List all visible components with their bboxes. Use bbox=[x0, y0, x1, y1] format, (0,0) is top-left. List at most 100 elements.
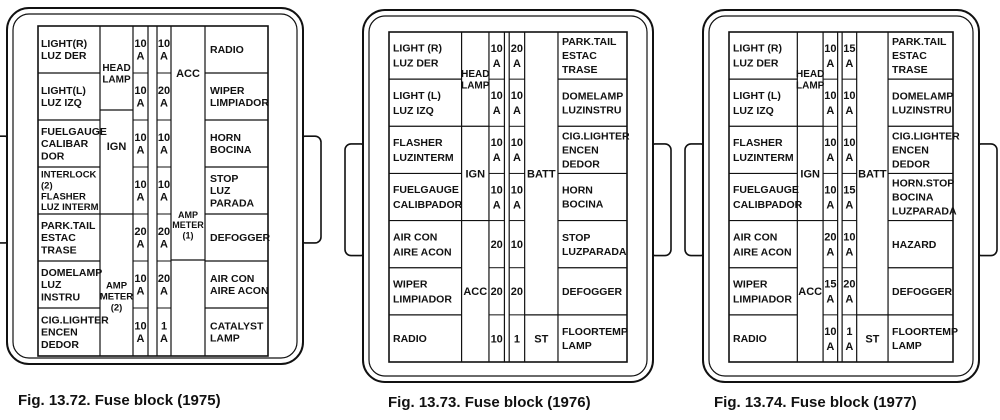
circuit-label-left: LIGHT (R)LUZ DER bbox=[733, 43, 782, 70]
housing-1976-outer bbox=[362, 9, 654, 383]
circuit-label-1975-left: LIGHT(L)LUZ IZQ bbox=[41, 85, 86, 109]
circuit-label-left: LIGHT (L)LUZ IZQ bbox=[733, 90, 781, 117]
caption-1976: Fig. 13.73. Fuse block (1976) bbox=[388, 394, 591, 411]
circuit-label-left: RADIO bbox=[393, 333, 427, 345]
circuit-label-right: HAZARD bbox=[892, 239, 937, 251]
fuse-rating: 20 bbox=[491, 239, 503, 251]
group-label: ST bbox=[865, 333, 879, 345]
fuse-rating: 20 bbox=[511, 286, 523, 298]
group-label-1975: IGN bbox=[107, 141, 127, 153]
housing-1976-inner bbox=[368, 15, 648, 377]
circuit-label-1975-right: DEFOGGER bbox=[210, 232, 271, 244]
fuse-rating: 10 bbox=[491, 333, 503, 345]
fuse-rating: 10 bbox=[511, 239, 523, 251]
circuit-label-right: DEFOGGER bbox=[562, 286, 623, 298]
housing-1976-grid bbox=[388, 31, 628, 363]
housing-1975-inner bbox=[12, 13, 298, 359]
group-label: ST bbox=[534, 333, 548, 345]
group-label: IGN bbox=[800, 168, 820, 180]
caption-1975: Fig. 13.72. Fuse block (1975) bbox=[18, 392, 221, 409]
circuit-label-left: LIGHT (R)LUZ DER bbox=[393, 43, 442, 70]
fuse-grid-1975 bbox=[37, 25, 269, 357]
housing-1975-outer bbox=[6, 7, 304, 365]
housing-1977-inner bbox=[708, 15, 974, 377]
circuit-label-right: DEFOGGER bbox=[892, 286, 953, 298]
group-label: ACC bbox=[463, 286, 487, 298]
fuse-rating: 1 bbox=[514, 333, 520, 345]
group-label: ACC bbox=[798, 286, 822, 298]
circuit-label-left: LIGHT (L)LUZ IZQ bbox=[393, 90, 441, 117]
housing-1977-grid bbox=[728, 31, 954, 363]
group-label: IGN bbox=[465, 168, 485, 180]
housing-1977-outer bbox=[702, 9, 980, 383]
caption-1977: Fig. 13.74. Fuse block (1977) bbox=[714, 394, 917, 411]
circuit-label-left: RADIO bbox=[733, 333, 767, 345]
